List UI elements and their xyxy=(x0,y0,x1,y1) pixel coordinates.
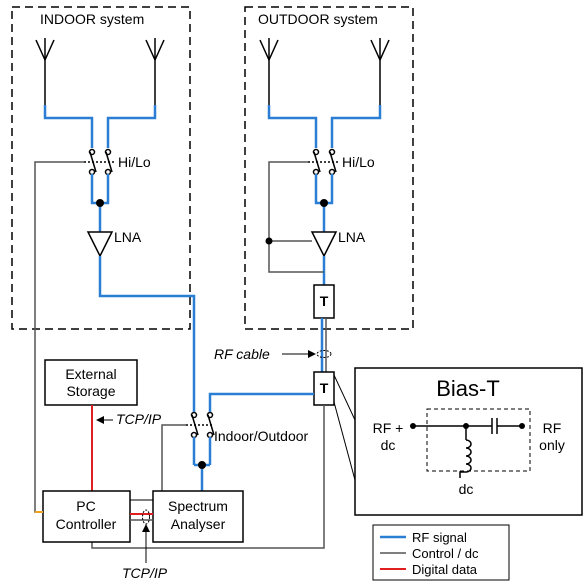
outdoor-lna-amplifier xyxy=(310,231,338,258)
external-storage-line1: External xyxy=(65,366,116,382)
bias-t-terminal-right xyxy=(519,423,525,429)
lower-biast-dc-line xyxy=(91,405,325,549)
indoor-rf-switch-out xyxy=(90,190,110,232)
outdoor-rf-antenna-lines xyxy=(267,105,382,148)
bias-t-title: Bias-T xyxy=(436,376,500,401)
tcpip-bottom-arrow xyxy=(142,524,150,563)
indoor-antenna-right xyxy=(145,38,165,118)
indoor-hilo-label: Hi/Lo xyxy=(118,154,151,170)
zoom-line-top xyxy=(333,374,356,421)
bias-t-circuit xyxy=(413,418,522,478)
outdoor-control-dot xyxy=(265,237,273,245)
rf-cable-sleeve xyxy=(316,350,332,358)
outdoor-junction-dot xyxy=(320,199,328,207)
indoor-outdoor-label: Indoor/Outdoor xyxy=(214,428,309,444)
legend-label-rf: RF signal xyxy=(412,530,467,545)
pc-switch-control-line xyxy=(130,424,186,501)
outdoor-system-box xyxy=(244,6,414,330)
switch-junction-dot xyxy=(198,461,206,469)
pc-spectrum-link xyxy=(130,509,153,525)
indoor-switch-control-line xyxy=(34,161,84,513)
indoor-system-title: INDOOR system xyxy=(40,11,144,27)
rf-cable-label: RF cable xyxy=(214,346,270,362)
pc-controller-line1: PC xyxy=(76,498,95,514)
outdoor-lna-label: LNA xyxy=(338,229,366,245)
bias-t-terminal-left xyxy=(410,423,416,429)
outdoor-antenna-right xyxy=(370,38,390,118)
indoor-lna-amplifier xyxy=(86,231,114,258)
outdoor-system-title: OUTDOOR system xyxy=(258,11,378,27)
outdoor-biast-block xyxy=(313,284,335,319)
bias-t-right-line2: only xyxy=(539,437,565,453)
indoor-rf-antenna-lines xyxy=(43,105,157,148)
legend-item-rf-signal: RF signal xyxy=(380,530,467,545)
pc-controller-line2: Controller xyxy=(56,516,117,532)
legend-label-control: Control / dc xyxy=(412,546,479,561)
tcpip-top-arrow xyxy=(96,416,113,424)
bias-t-left-line1: RF + xyxy=(373,420,404,436)
indoor-hilo-switch xyxy=(84,148,114,190)
bias-t-junction xyxy=(463,423,469,429)
tcpip-top-label: TCP/IP xyxy=(116,411,162,427)
bias-t-inner-dashed-box xyxy=(426,408,531,472)
bias-t-detail-box xyxy=(354,367,583,516)
bias-t-left-line2: dc xyxy=(381,437,396,453)
outdoor-rf-switch-out xyxy=(314,190,334,232)
outdoor-hilo-label: Hi/Lo xyxy=(342,154,375,170)
lower-biast-letter: T xyxy=(320,380,329,396)
legend-item-control: Control / dc xyxy=(380,546,479,561)
bias-t-right-line1: RF xyxy=(543,420,562,436)
external-storage-line2: Storage xyxy=(66,383,115,399)
indoor-junction-dot xyxy=(96,199,104,207)
indoor-rf-cable xyxy=(98,256,196,405)
indoor-outdoor-switch xyxy=(186,405,215,439)
outdoor-switch-control-line xyxy=(268,161,324,273)
outdoor-hilo-switch xyxy=(308,148,338,190)
bias-t-dc-label: dc xyxy=(459,481,474,497)
indoor-antenna-left xyxy=(35,38,55,118)
spectrum-analyser-line1: Spectrum xyxy=(168,498,228,514)
pc-controller-box xyxy=(42,490,131,543)
spectrum-analyser-line2: Analyser xyxy=(171,516,226,532)
outdoor-rf-to-switch xyxy=(208,392,314,405)
rf-cable-arrow xyxy=(282,350,316,358)
legend-label-digital: Digital data xyxy=(412,562,478,577)
spectrum-analyser-box xyxy=(152,490,244,543)
tcpip-bottom-label: TCP/IP xyxy=(122,565,168,581)
indoor-lna-label: LNA xyxy=(114,229,142,245)
indoor-system-box xyxy=(11,6,191,330)
zoom-line-bottom xyxy=(333,401,356,481)
legend-item-digital: Digital data xyxy=(380,562,478,577)
outdoor-antenna-left xyxy=(259,38,279,118)
outdoor-biast-letter: T xyxy=(320,293,329,309)
